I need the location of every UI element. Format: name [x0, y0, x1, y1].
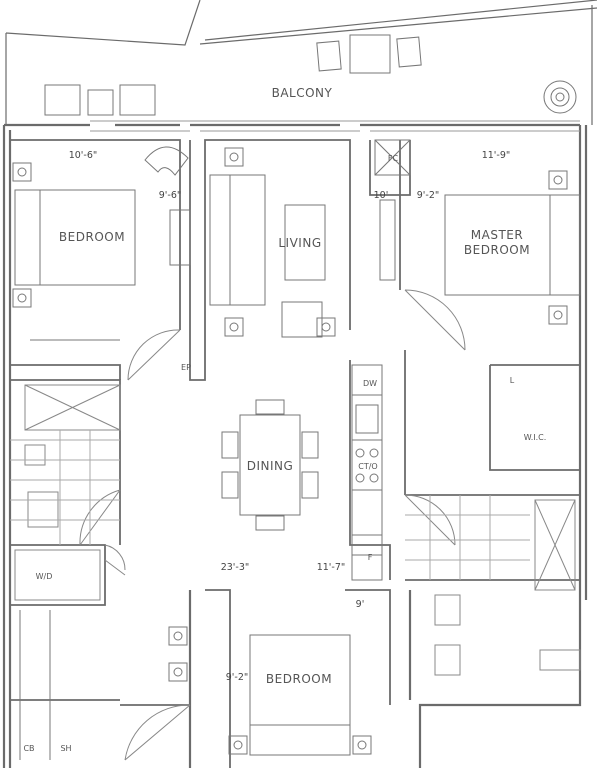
- dim-master-depth-b: 9'-2": [417, 190, 440, 201]
- bedroom-bottom-label: BEDROOM: [266, 672, 332, 686]
- bathroom-left: [10, 384, 121, 545]
- dim-master-depth-a: 10': [374, 190, 389, 201]
- bathroom-ensuite: [405, 495, 581, 676]
- bedroom-left-label: BEDROOM: [59, 230, 125, 244]
- wic-label: W.I.C.: [524, 433, 547, 442]
- interior-walls: [10, 139, 580, 768]
- dim-bedroom-left-width: 10'-6": [69, 150, 98, 161]
- tag-fridge: F: [368, 553, 373, 562]
- dim-bedroom-bottom-width: 9': [356, 599, 365, 610]
- tag-fc: FC: [388, 154, 399, 163]
- tag-coat-closet: CB: [23, 744, 34, 753]
- tag-dw: DW: [363, 379, 377, 388]
- balcony-windows: [90, 120, 580, 132]
- tag-linen: L: [510, 376, 515, 385]
- bedroom-left-furniture: [14, 146, 191, 341]
- dim-bedroom-bottom-depth: 9'-2": [226, 672, 249, 683]
- door-swings: [79, 289, 466, 761]
- tag-shelf: SH: [60, 744, 71, 753]
- kitchen-counter: [351, 364, 383, 581]
- bedroom-bottom-furniture: [19, 610, 351, 760]
- dining-furniture: [221, 399, 319, 531]
- washer-dryer: [14, 549, 101, 601]
- dim-living-width: 11'-7": [317, 562, 346, 573]
- tag-cooktop: CT/O: [358, 462, 377, 471]
- dining-label: DINING: [247, 459, 294, 473]
- dim-bedroom-left-depth: 9'-6": [159, 190, 182, 201]
- light-fixtures: [12, 147, 568, 755]
- dim-master-width: 11'-9": [482, 150, 511, 161]
- master-label-line1: MASTER: [471, 228, 523, 242]
- dim-living-length: 23'-3": [221, 562, 250, 573]
- living-label: LIVING: [278, 236, 321, 250]
- balcony-label: BALCONY: [272, 86, 333, 100]
- balcony-furniture: [44, 34, 577, 116]
- master-label-line2: BEDROOM: [464, 243, 530, 257]
- master-furniture: [374, 139, 581, 296]
- balcony-outline: [5, 0, 597, 125]
- tag-washer-dryer: W/D: [36, 572, 53, 581]
- living-furniture: [209, 174, 396, 338]
- tag-ep: EP: [181, 363, 191, 372]
